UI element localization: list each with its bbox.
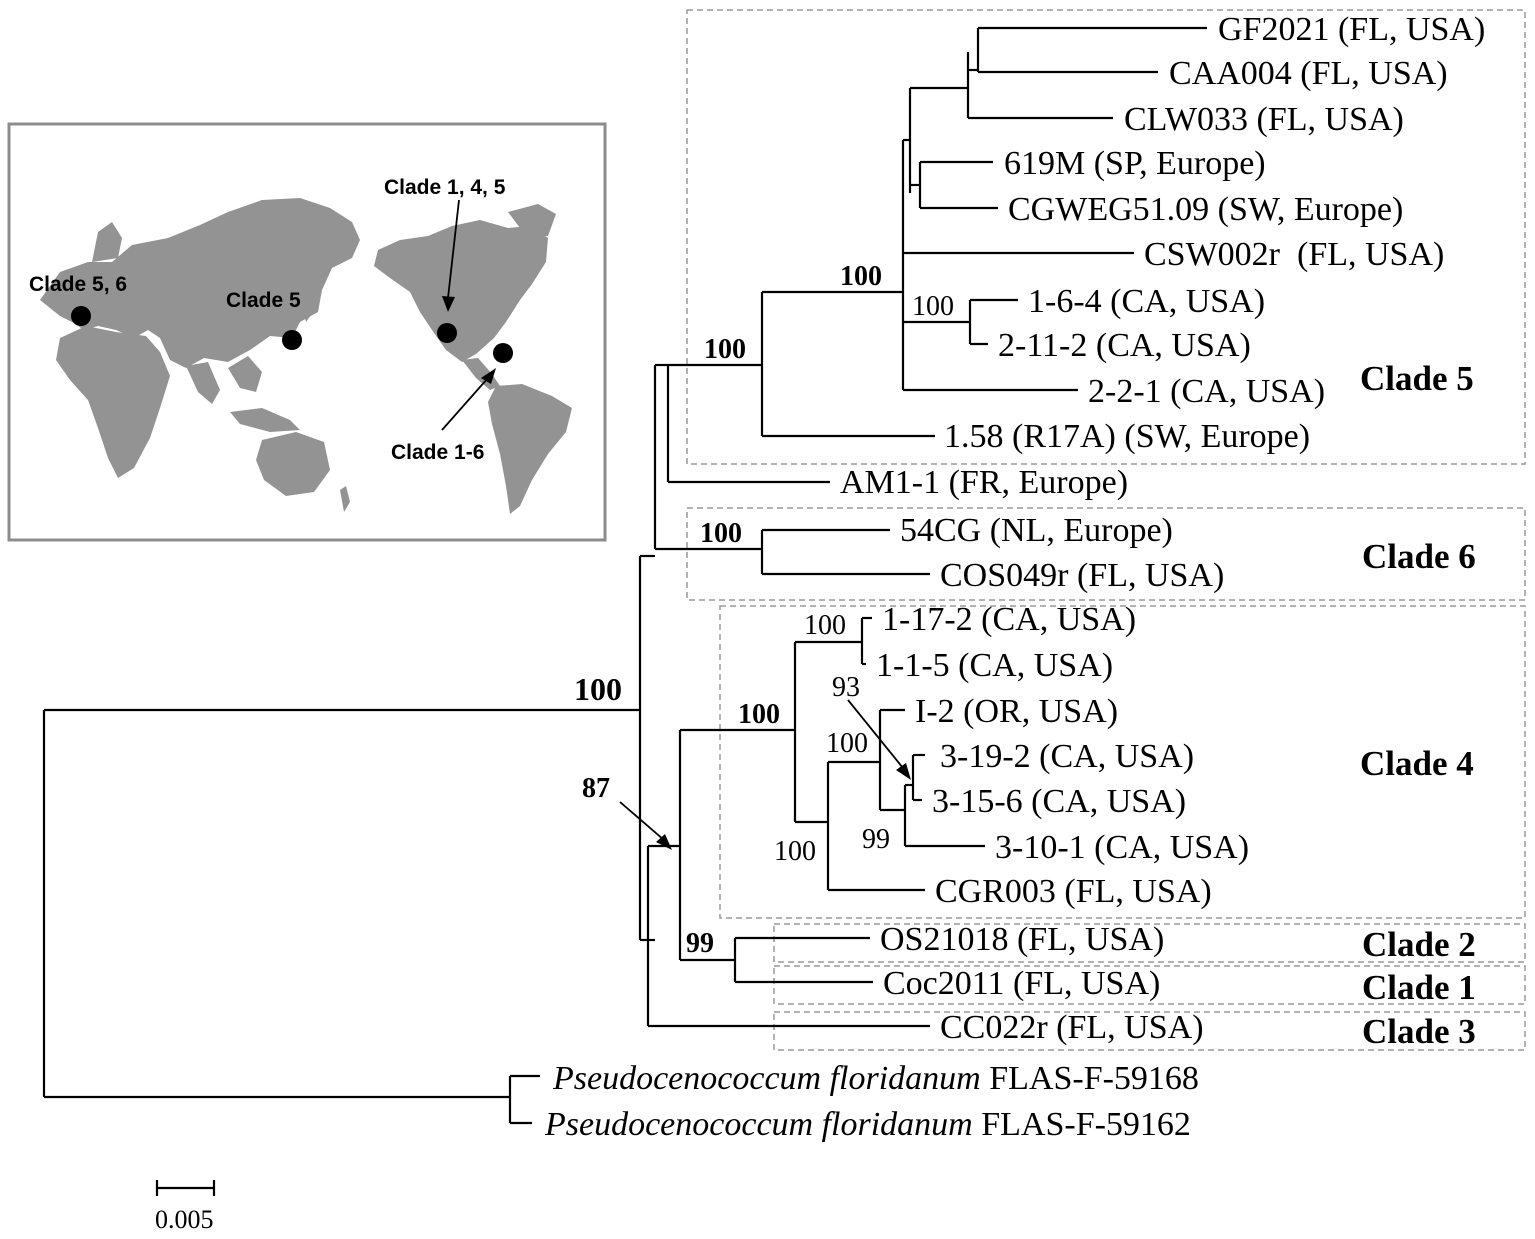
- support-pair1172: 100: [804, 610, 846, 641]
- tip-1-1-5: 1-1-5 (CA, USA): [876, 647, 1113, 684]
- map-landmasses: [40, 198, 572, 514]
- nz-land: [340, 486, 350, 512]
- tip-pseudo-59168-genus: Pseudocenococcum floridanum: [552, 1060, 981, 1097]
- tip-3-15-6: 3-15-6 (CA, USA): [932, 783, 1186, 820]
- location-dot-florida: [493, 343, 513, 363]
- tip-1-17-2: 1-17-2 (CA, USA): [882, 601, 1136, 638]
- map-label-clade-5-6: Clade 5, 6: [29, 273, 127, 296]
- clade-1-box: [773, 965, 1526, 1005]
- arrow-head-87: [656, 834, 672, 850]
- tip-gf2021: GF2021 (FL, USA): [1218, 11, 1485, 48]
- tip-i-2: I-2 (OR, USA): [915, 693, 1118, 730]
- tip-cgweg: CGWEG51.09 (SW, Europe): [1008, 191, 1403, 228]
- support-clade5-outer: 100: [704, 334, 746, 365]
- arrow-line-87: [619, 801, 665, 841]
- support-values: 100 100 100 100 100 87 100 100 93 100 99…: [574, 261, 954, 959]
- map-label-clade-1-4-5: Clade 1, 4, 5: [384, 176, 506, 199]
- tip-2-2-1: 2-2-1 (CA, USA): [1088, 373, 1325, 410]
- south-asia-land: [186, 362, 220, 404]
- tip-pseudo-59168: Pseudocenococcum floridanum FLAS-F-59168: [552, 1060, 1199, 1097]
- africa-land: [56, 326, 170, 478]
- tip-2-11-2: 2-11-2 (CA, USA): [998, 327, 1251, 364]
- clade-2-box: [773, 923, 1526, 963]
- location-dot-europe: [71, 306, 91, 326]
- clade-label-3: Clade 3: [1362, 1012, 1476, 1051]
- location-dot-california: [437, 323, 457, 343]
- support-clade6: 100: [700, 518, 742, 549]
- australia-land: [256, 432, 330, 496]
- clade-label-2: Clade 2: [1362, 925, 1476, 964]
- tip-clw033: CLW033 (FL, USA): [1124, 101, 1404, 138]
- tip-caa004: CAA004 (FL, USA): [1169, 55, 1448, 92]
- eurasia-land: [40, 198, 360, 368]
- tip-labels: GF2021 (FL, USA) CAA004 (FL, USA) CLW033…: [544, 11, 1485, 1143]
- clade-label-5: Clade 5: [1360, 359, 1474, 398]
- indonesia-land: [230, 408, 300, 432]
- south-america-land: [488, 384, 572, 514]
- world-map-inset: Clade 5, 6 Clade 5 Clade 1, 4, 5 Clade 1…: [7, 122, 607, 542]
- clade-boxes: [686, 9, 1526, 1051]
- map-label-clade-1-6: Clade 1-6: [391, 441, 484, 464]
- tip-pseudo-59162-genus: Pseudocenococcum floridanum: [544, 1106, 973, 1143]
- tip-pseudo-59162: Pseudocenococcum floridanum FLAS-F-59162: [544, 1106, 1191, 1143]
- clade-label-1: Clade 1: [1362, 968, 1476, 1007]
- clade-5-box: [686, 9, 1526, 465]
- tip-1-58: 1.58 (R17A) (SW, Europe): [944, 418, 1310, 455]
- clade-3-box: [773, 1011, 1526, 1051]
- support-87: 87: [582, 773, 610, 804]
- support-93: 93: [832, 672, 860, 703]
- arrow-head-93: [896, 763, 911, 780]
- support-100b: 100: [774, 836, 816, 867]
- tip-619m: 619M (SP, Europe): [1004, 145, 1266, 182]
- tip-pseudo-59162-code: FLAS-F-59162: [973, 1106, 1191, 1143]
- scale-bar-line: [155, 1180, 216, 1196]
- tip-54cg: 54CG (NL, Europe): [900, 512, 1173, 549]
- japan-land: [300, 292, 316, 322]
- scandinavia-land: [92, 222, 122, 262]
- support-clade12: 99: [686, 928, 714, 959]
- scale-bar: 0.005: [155, 1180, 216, 1234]
- clade-6-box: [686, 507, 1526, 601]
- support-clade5-inner: 100: [840, 261, 882, 292]
- support-ca-pair: 100: [912, 291, 954, 322]
- clade-4-box: [719, 605, 1526, 919]
- north-america-land: [374, 220, 548, 362]
- tip-1-6-4: 1-6-4 (CA, USA): [1028, 283, 1265, 320]
- clade-labels: Clade 5 Clade 6 Clade 4 Clade 2 Clade 1 …: [1360, 359, 1476, 1051]
- tip-csw002r: CSW002r (FL, USA): [1144, 236, 1444, 273]
- tip-am1-1: AM1-1 (FR, Europe): [840, 464, 1128, 501]
- support-root: 100: [574, 671, 622, 707]
- location-dot-japan: [282, 330, 302, 350]
- map-arrow-line-c16: [441, 377, 489, 431]
- map-label-clade-5: Clade 5: [226, 289, 301, 312]
- se-asia-land: [228, 356, 262, 392]
- tip-coc2011: Coc2011 (FL, USA): [883, 965, 1160, 1002]
- greenland-land: [508, 204, 556, 236]
- arrow-line-93: [847, 699, 904, 769]
- map-arrow-head-c145: [442, 296, 455, 312]
- tree-branches: [42, 26, 1207, 1125]
- map-arrow-line-c145: [447, 199, 460, 299]
- support-100a: 100: [826, 728, 868, 759]
- tip-os21018: OS21018 (FL, USA): [880, 921, 1164, 958]
- support-99a: 99: [862, 824, 890, 855]
- tip-3-10-1: 3-10-1 (CA, USA): [995, 829, 1249, 866]
- tip-cc022r: CC022r (FL, USA): [940, 1009, 1204, 1046]
- map-arrow-head-c16: [481, 368, 496, 384]
- tip-pseudo-59168-code: FLAS-F-59168: [981, 1060, 1199, 1097]
- clade-label-6: Clade 6: [1362, 537, 1476, 576]
- tip-cos049r: COS049r (FL, USA): [940, 557, 1224, 594]
- clade-label-4: Clade 4: [1360, 744, 1474, 783]
- tip-cgr003: CGR003 (FL, USA): [935, 873, 1212, 910]
- support-clade4: 100: [738, 699, 780, 730]
- tip-3-19-2: 3-19-2 (CA, USA): [940, 738, 1194, 775]
- scale-bar-label: 0.005: [155, 1205, 214, 1234]
